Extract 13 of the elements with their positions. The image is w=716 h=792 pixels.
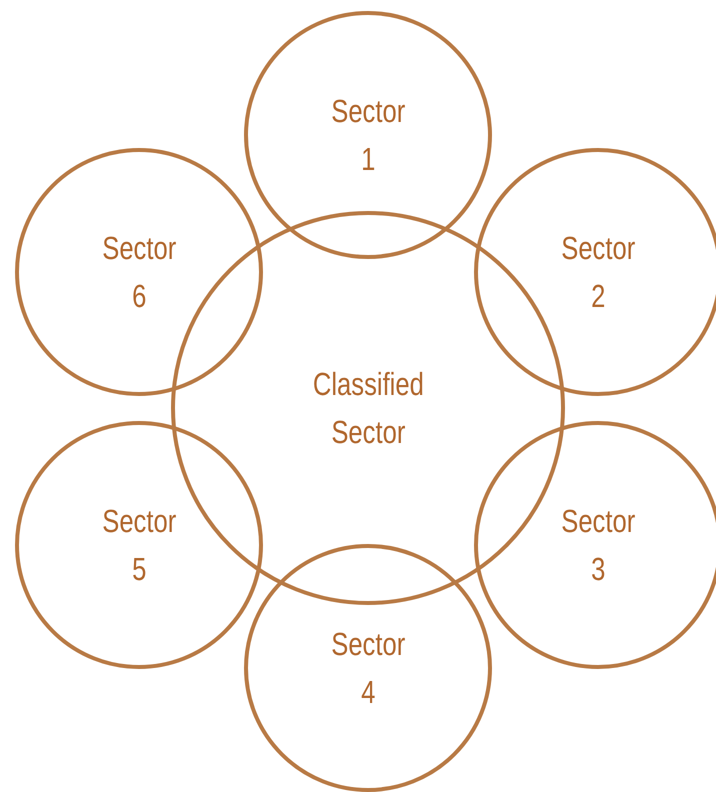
circle-label: Sector 6: [102, 229, 176, 316]
circle: [15, 148, 263, 396]
circle: [474, 421, 716, 669]
circle: [244, 544, 492, 792]
circle-label: Sector 3: [561, 502, 635, 589]
circle: [15, 421, 263, 669]
circle-label: Sector 5: [102, 502, 176, 589]
circle: [244, 11, 492, 259]
circle-label: Classified Sector: [312, 365, 424, 452]
circle-label: Sector 1: [331, 92, 405, 179]
circle-label: Sector 4: [331, 625, 405, 712]
circle: [474, 148, 716, 396]
circle-label: Sector 2: [561, 229, 635, 316]
